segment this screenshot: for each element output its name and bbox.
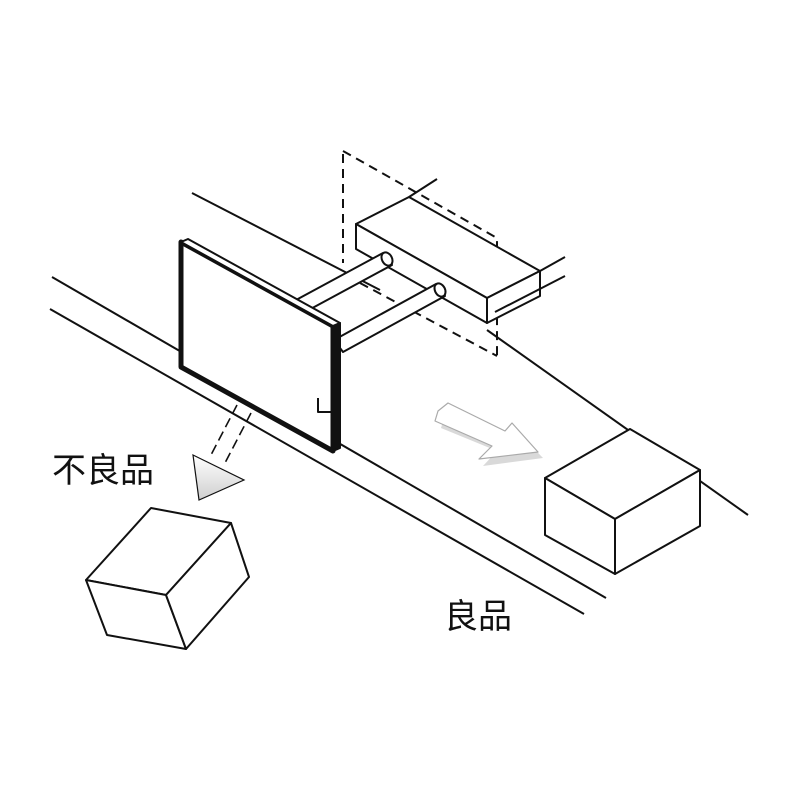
reject-arrow	[192, 404, 252, 501]
piston-rod-lower	[333, 283, 446, 353]
actuator-body	[355, 178, 566, 324]
good-box-side	[614, 469, 701, 575]
pusher-plate-bracket	[317, 398, 333, 413]
good-arrow	[434, 402, 543, 466]
actuator-rail-side	[539, 256, 566, 272]
reject-arrow-shaft-2	[224, 412, 252, 464]
reject-arrow-head	[192, 453, 246, 501]
good-arrow-shape	[434, 402, 539, 460]
piston-rod-upper-end	[380, 251, 394, 267]
reject-label: 不良品	[52, 451, 154, 491]
pusher-plate	[178, 238, 341, 454]
piston-rod-lower-end	[433, 282, 447, 298]
actuator-rail-top	[408, 178, 438, 198]
pusher-plate-side	[332, 322, 341, 452]
piston-rods	[295, 251, 447, 353]
reject-product-box	[85, 507, 250, 650]
good-label: 良品	[444, 597, 512, 637]
belt-back-edge-right	[486, 329, 749, 516]
reject-box-side	[165, 522, 250, 650]
belt-front-bottom-edge	[49, 308, 585, 615]
reject-arrow-shaft-1	[210, 404, 238, 456]
good-product-box	[544, 428, 701, 575]
inspection-plane-bottom	[359, 282, 498, 357]
pusher-plate-front	[178, 239, 336, 454]
actuator-rail-lower	[494, 275, 566, 313]
